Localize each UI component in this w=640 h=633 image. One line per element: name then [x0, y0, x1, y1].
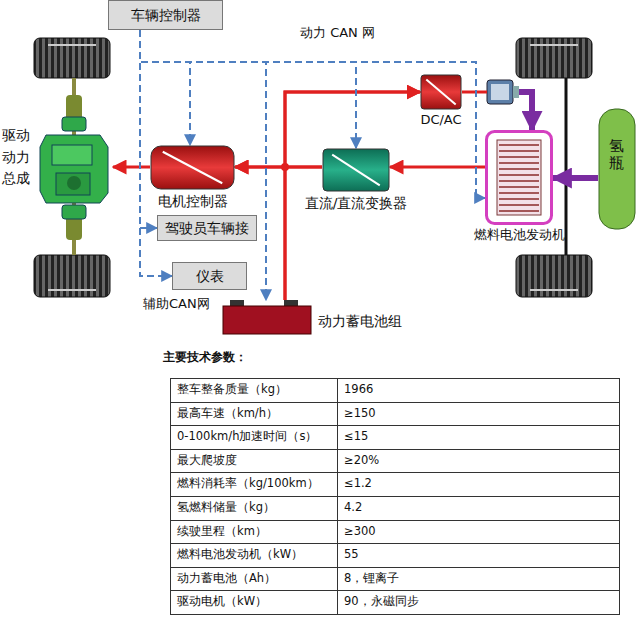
connector	[140, 30, 190, 145]
node-label: DC/AC	[408, 112, 474, 128]
battery-figure	[222, 300, 312, 335]
connector	[140, 30, 356, 148]
connector-line	[140, 30, 157, 228]
connector-line	[285, 92, 420, 300]
node-label: 驾驶员车辆接	[165, 220, 249, 237]
node-label: 燃料电池发动机	[437, 227, 601, 243]
junction-dot	[281, 163, 289, 171]
drive-assembly: 驱动动力总成	[38, 95, 113, 240]
table-cell: 最高车速（km/h）	[170, 402, 338, 427]
connector-line	[553, 175, 598, 181]
table-cell: 8，锂离子	[337, 567, 620, 592]
node-label: 车辆控制器	[131, 7, 201, 24]
connector	[140, 30, 485, 198]
connector-line	[140, 30, 485, 198]
table-cell: 续驶里程（km）	[170, 520, 338, 545]
connector-line	[462, 91, 487, 94]
drive-assembly-figure	[38, 95, 113, 240]
hydrogen-tank: 氢瓶	[598, 108, 636, 230]
table-cell: ≥150	[337, 402, 620, 427]
wheels	[34, 38, 592, 297]
table-cell: 4.2	[337, 496, 620, 521]
shape	[150, 145, 235, 190]
table-cell: 氢燃料储量（kg）	[170, 496, 338, 521]
table-cell: 55	[337, 543, 620, 568]
table-cell: 驱动电机（kW）	[170, 590, 338, 615]
table-cell: ≥300	[337, 520, 620, 545]
connector	[140, 30, 266, 300]
battery-pack: 动力蓄电池组	[222, 300, 312, 335]
instrument-box: 仪表	[172, 262, 247, 290]
table-cell: 整车整备质量（kg）	[170, 378, 338, 403]
controller-box: 车辆控制器	[108, 0, 223, 30]
connector-line	[113, 166, 150, 169]
node-label: 驱动动力总成	[2, 125, 30, 190]
connector	[553, 178, 598, 179]
node-label: 仪表	[196, 268, 224, 285]
motor-controller: 电机控制器	[150, 145, 235, 190]
node-label: 直流/直流变换器	[296, 195, 416, 212]
compressor-motor	[487, 80, 519, 104]
dcac-inverter: DC/AC	[420, 74, 462, 110]
table-cell: 1966	[337, 378, 620, 403]
table-cell: ≥20%	[337, 449, 620, 474]
fuel-cell: 燃料电池发动机	[485, 130, 553, 225]
connector-line	[140, 30, 266, 300]
bus-label: 辅助CAN网	[143, 295, 210, 313]
driver-interface-box: 驾驶员车辆接	[157, 215, 257, 241]
node-label: 电机控制器	[150, 193, 235, 210]
table-cell: ≤1.2	[337, 472, 620, 497]
connector	[140, 30, 157, 228]
table-cell: 燃料电池发动机（kW）	[170, 543, 338, 568]
connector	[285, 92, 420, 300]
table-cell: 动力蓄电池（Ah）	[170, 567, 338, 592]
node-label: 氢瓶	[609, 138, 624, 171]
connector-line	[390, 166, 485, 169]
shape	[420, 74, 462, 110]
table-cell: 90，永磁同步	[337, 590, 620, 615]
table-cell: 燃料消耗率（kg/100km）	[170, 472, 338, 497]
table-title: 主要技术参数：	[163, 349, 247, 366]
rear-axle	[565, 78, 568, 255]
connector	[390, 167, 485, 168]
table-cell: ≤15	[337, 425, 620, 450]
fuel-cell-figure	[485, 130, 553, 225]
dcdc-converter: 直流/直流变换器	[322, 148, 390, 192]
node-label: 动力蓄电池组	[318, 313, 402, 330]
bus-label: 动力 CAN 网	[300, 24, 375, 42]
table-cell: 0-100km/h加速时间（s）	[170, 425, 338, 450]
connector-line	[140, 30, 356, 148]
connector	[113, 167, 150, 168]
connector-line	[140, 30, 190, 145]
connector	[462, 92, 532, 130]
table-cell: 最大爬坡度	[170, 449, 338, 474]
shape	[322, 148, 390, 192]
connector-line	[519, 92, 532, 130]
